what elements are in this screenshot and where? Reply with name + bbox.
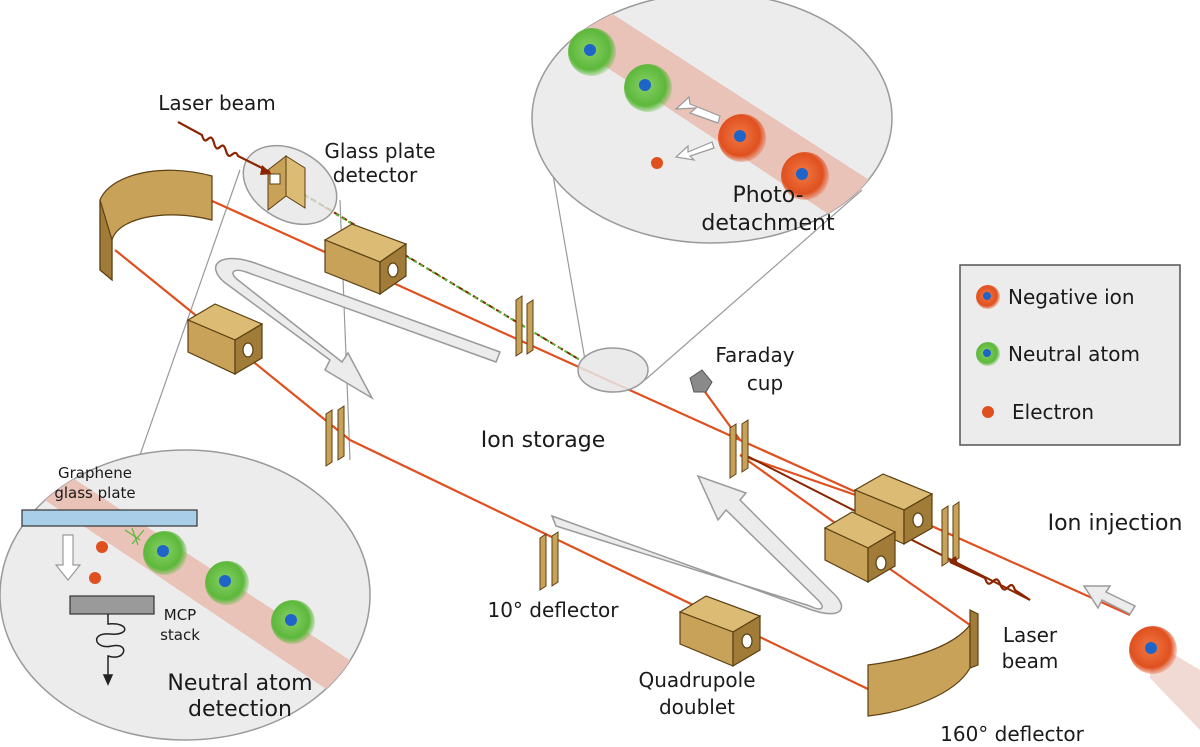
spark-icon — [124, 527, 145, 546]
glass-plate-detector — [242, 144, 338, 226]
mcp-stack — [69, 595, 155, 615]
quadrupole-top — [323, 223, 408, 296]
down-arrow-icon — [54, 534, 82, 581]
quadrupole-doublet-label-1: Quadrupole — [638, 668, 755, 692]
neutral-atom-left-1 — [143, 531, 187, 575]
neutral-atom-left-2 — [205, 561, 249, 605]
laser-beam-bottom-label-2: beam — [1002, 649, 1059, 673]
laser-wave-icon — [177, 121, 1031, 601]
mcp-label-2: stack — [160, 626, 200, 644]
electron-left-1 — [96, 541, 108, 553]
faraday-cup-label-2: cup — [747, 371, 783, 395]
negative-ion-2 — [781, 152, 829, 200]
photodetachment-zoom: Photo- detachment — [531, 0, 893, 244]
signal-pulse-icon — [96, 614, 126, 686]
neutral-atom-1 — [568, 28, 616, 76]
quadrupole-injection-2 — [823, 511, 897, 584]
deflector-10 — [539, 531, 559, 591]
legend-item-negative-ion: Negative ion — [976, 285, 1135, 309]
deflector-plates-top — [515, 295, 534, 357]
neutral-atom-left-3 — [271, 600, 315, 644]
electron-zoom — [651, 157, 663, 169]
ion-injection-label: Ion injection — [1048, 511, 1183, 536]
laser-beam-bottom-label-1: Laser — [1003, 623, 1058, 647]
electron-left-2 — [89, 572, 101, 584]
glass-plate-label-1: Glass plate — [324, 139, 435, 163]
arrow-icon — [674, 95, 721, 161]
mcp-label-1: MCP — [164, 606, 196, 624]
photodetachment-label-1: Photo- — [732, 183, 803, 208]
quadrupole-doublet — [678, 595, 762, 668]
deflector-10-label: 10° deflector — [487, 598, 619, 622]
faraday-cup — [689, 369, 713, 393]
negative-ion-1 — [718, 114, 766, 162]
storage-loop-arrows — [214, 257, 843, 615]
legend-label: Neutral atom — [1008, 342, 1140, 366]
graphene-label-1: Graphene — [58, 464, 132, 482]
legend-item-neutral-atom: Neutral atom — [976, 342, 1140, 366]
injection-arrow-icon — [1082, 585, 1137, 615]
legend-label: Negative ion — [1008, 285, 1135, 309]
faraday-cup-label-1: Faraday — [715, 343, 794, 367]
quadrupole-left — [186, 303, 264, 376]
legend: Negative ion Neutral atom Electron — [959, 264, 1181, 446]
interaction-region — [577, 347, 649, 393]
laser-beam-top-label: Laser beam — [158, 91, 275, 115]
legend-item-electron: Electron — [982, 400, 1094, 424]
neutral-detection-zoom: Graphene glass plate MCP stack Neutral a… — [0, 449, 371, 741]
quadrupole-doublet-label-2: doublet — [659, 695, 735, 719]
deflector-plates-faraday — [729, 419, 749, 479]
neutral-atom-2 — [624, 64, 672, 112]
deflector-160 — [867, 609, 979, 717]
deflector-plates-left — [325, 405, 345, 467]
incoming-negative-ion — [1129, 626, 1200, 730]
deflector-top-left — [99, 169, 213, 282]
legend-label: Electron — [1012, 400, 1094, 424]
ion-storage-label: Ion storage — [481, 428, 605, 453]
neutral-detection-label-2: detection — [188, 697, 292, 722]
deflector-plates-injection — [941, 501, 960, 567]
graphene-glass-plate — [21, 509, 198, 527]
deflector-160-label: 160° deflector — [940, 722, 1085, 746]
graphene-label-2: glass plate — [54, 484, 135, 502]
photodetachment-label-2: detachment — [701, 211, 835, 236]
neutral-detection-label-1: Neutral atom — [167, 671, 312, 696]
glass-plate-label-2: detector — [333, 163, 418, 187]
